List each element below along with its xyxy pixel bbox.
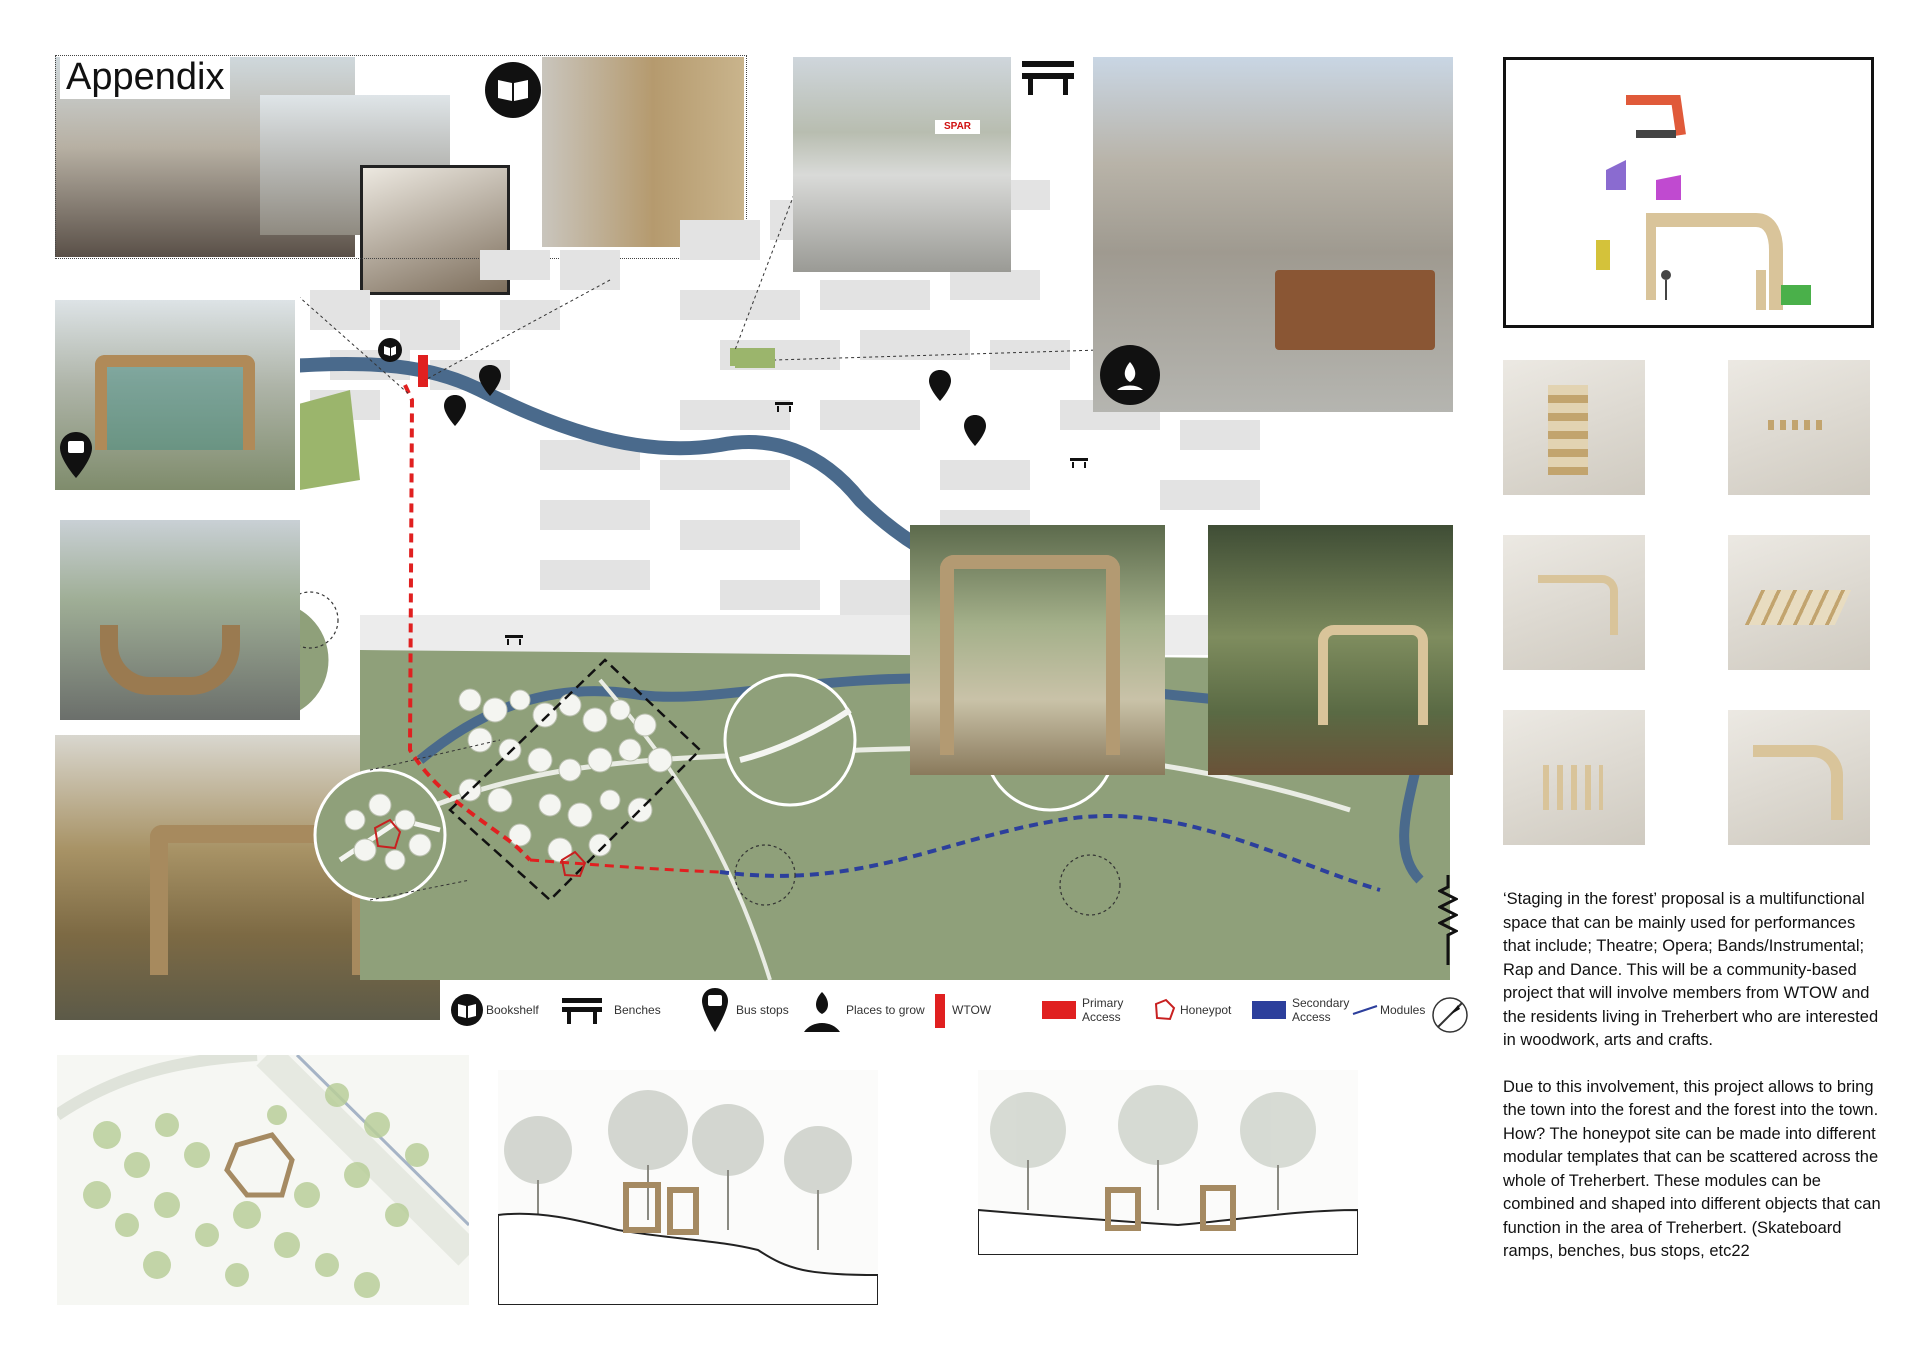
legend-benches: Benches [560, 985, 661, 1035]
bench-markers [505, 402, 1088, 645]
bus-stop-markers [444, 365, 986, 446]
map-legend: Bookshelf Benches Bus stops Places to gr… [450, 985, 1470, 1035]
legend-wtow: WTOW [932, 985, 991, 1035]
trees [458, 688, 673, 863]
legend-label: Bookshelf [486, 1003, 539, 1017]
bus-shelter-module [95, 355, 255, 450]
project-description: ‘Staging in the forest’ proposal is a mu… [1503, 888, 1883, 1287]
skate-ramp-module [100, 625, 240, 695]
garden-planter-photo [1093, 57, 1453, 412]
module-thumb-grid [1728, 535, 1870, 670]
legend-secondary-access: Secondary Access [1252, 985, 1349, 1035]
legend-label: Bus stops [736, 1003, 789, 1017]
legend-label: Primary Access [1082, 996, 1124, 1024]
legend-label: Secondary Access [1292, 996, 1350, 1024]
legend-places-to-grow: Places to grow [802, 985, 925, 1035]
description-paragraph-1: ‘Staging in the forest’ proposal is a mu… [1503, 890, 1879, 1049]
module-thumb-comb [1503, 710, 1645, 845]
bench-icon [1022, 61, 1074, 95]
legend-modules: Modules [1352, 985, 1425, 1035]
legend-label: Modules [1380, 1003, 1426, 1017]
modules-icon [1352, 1005, 1378, 1015]
bus-stop-icon [60, 432, 92, 478]
bench-icon [562, 998, 602, 1024]
shop-sign: SPAR [935, 120, 980, 134]
module-thumb-wave [1728, 360, 1870, 495]
secondary-access-swatch [1252, 1001, 1286, 1019]
planter-boxes [1275, 270, 1435, 350]
module-thumb-bookshelf [1503, 360, 1645, 495]
book-icon [485, 62, 541, 118]
gate-in-forest [1318, 625, 1428, 725]
honeypot-icon [1154, 998, 1176, 1021]
site-section-2 [978, 1070, 1358, 1255]
legend-bookshelf: Bookshelf [450, 985, 539, 1035]
legend-label: Benches [614, 1003, 661, 1017]
bookshelf-photo [542, 57, 744, 247]
page-title: Appendix [60, 56, 231, 99]
honeypot-site-plan [57, 1055, 469, 1305]
module-axonometric-frame [1503, 57, 1874, 328]
legend-label: Places to grow [846, 1003, 925, 1017]
wtow-building-icon [935, 994, 945, 1028]
shop-photo [793, 57, 1011, 272]
description-paragraph-2: Due to this involvement, this project al… [1503, 1077, 1881, 1261]
gate-model [940, 555, 1120, 755]
primary-access-swatch [1042, 1001, 1076, 1019]
compass-icon [1432, 997, 1468, 1033]
sprout-icon [1100, 345, 1160, 405]
appendix-outline [55, 55, 747, 259]
legend-label: WTOW [952, 1003, 992, 1017]
legend-honeypot: Honeypot [1150, 985, 1231, 1035]
module-thumb-arch [1728, 710, 1870, 845]
legend-primary-access: Primary Access [1042, 985, 1123, 1035]
forest-gate-photo [1208, 525, 1453, 775]
book-icon [451, 994, 483, 1026]
legend-label: Honeypot [1180, 1003, 1232, 1017]
legend-bus-stops: Bus stops [700, 985, 789, 1035]
bus-stop-icon [702, 988, 728, 1032]
sprout-icon [804, 992, 840, 1032]
scale-zigzag-icon [1438, 875, 1458, 965]
site-section-1 [498, 1070, 878, 1305]
module-thumb-bench [1503, 535, 1645, 670]
